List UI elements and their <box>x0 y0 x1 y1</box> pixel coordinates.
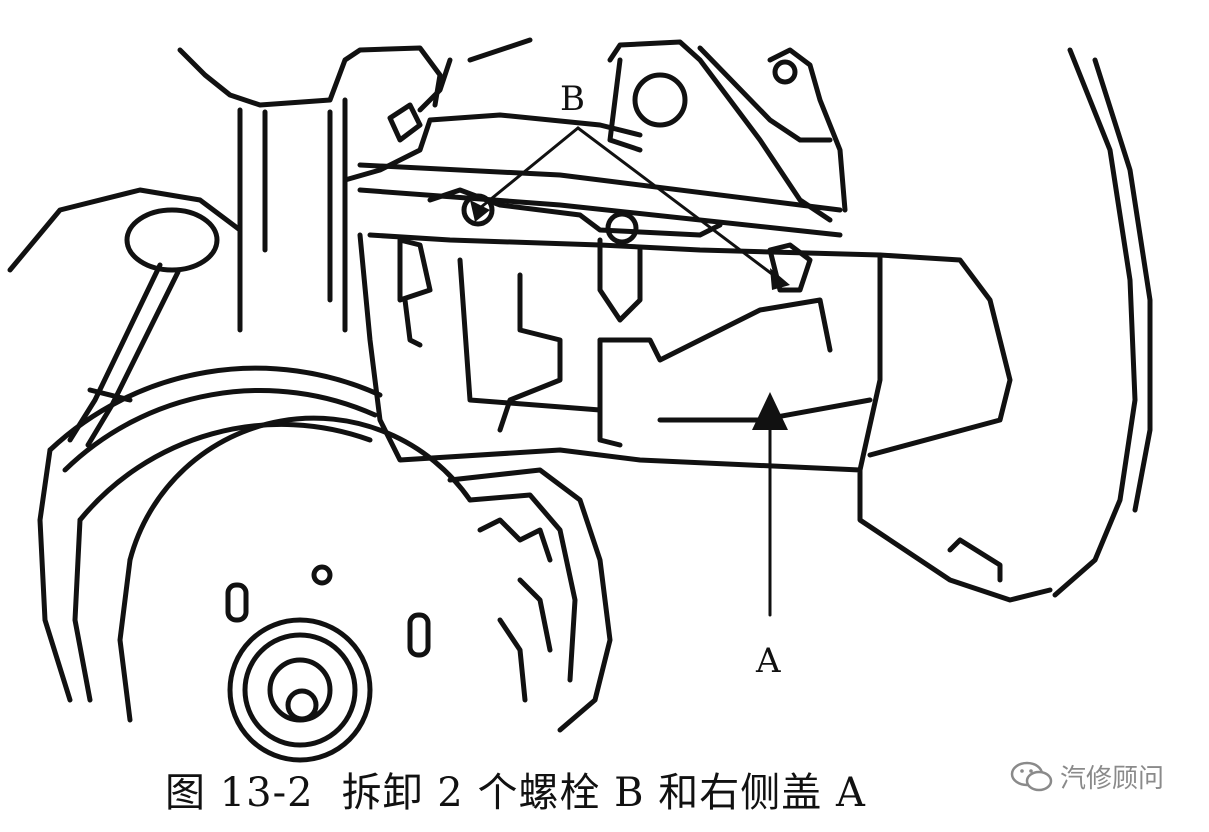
cross-member <box>357 162 843 245</box>
strut-assembly <box>177 37 643 333</box>
figure-caption-text: 拆卸 2 个螺栓 B 和右侧盖 A <box>341 770 866 816</box>
wechat-icon <box>1010 761 1053 791</box>
brake-disc <box>37 365 473 763</box>
figure-caption: 图 13-2 拆卸 2 个螺栓 B 和右侧盖 A <box>165 760 866 818</box>
watermark-text: 汽修顾问 <box>1060 764 1165 794</box>
label-b: B <box>560 79 585 119</box>
arrow-a-head <box>752 392 788 430</box>
brake-caliper <box>447 467 613 733</box>
leader-lines <box>478 126 782 617</box>
bolt-b-left <box>461 193 495 227</box>
side-cover-a <box>357 232 1053 603</box>
wheel-arch <box>1052 47 1153 598</box>
watermark: 汽修顾问 <box>1010 758 1164 795</box>
bolt-b-right <box>605 211 639 245</box>
body-panel <box>607 39 848 223</box>
label-a: A <box>755 641 781 681</box>
figure-number: 图 13-2 <box>165 770 314 816</box>
tie-rod <box>7 187 243 448</box>
arrowheads <box>470 200 790 430</box>
